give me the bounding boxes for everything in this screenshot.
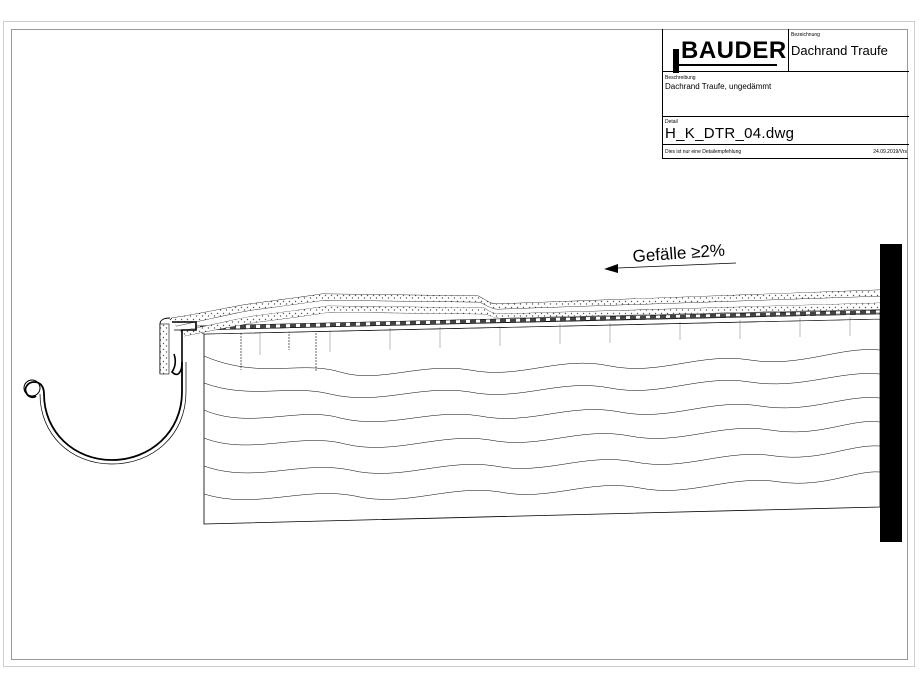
detail-label: Detail bbox=[665, 119, 678, 125]
wall-section bbox=[880, 244, 902, 542]
logo-text: BAUDER bbox=[681, 37, 787, 64]
rain-gutter bbox=[23, 362, 187, 465]
date-initials: 24.09.2019/Vrs bbox=[873, 149, 907, 155]
sheet-inner-border bbox=[11, 29, 908, 660]
logo-underline bbox=[673, 64, 777, 66]
logo-cell: BAUDER bbox=[663, 29, 789, 73]
description-value: Dachrand Traufe, ungedämmt bbox=[665, 82, 772, 91]
logo-bar-icon bbox=[673, 49, 679, 73]
designation-cell: Bezeichnung Dachrand Traufe bbox=[789, 29, 909, 72]
recommendation-note: Dies ist nur eine Detailempfehlung bbox=[665, 149, 742, 155]
concrete-deck bbox=[203, 318, 881, 525]
footer-cell: Dies ist nur eine Detailempfehlung 24.09… bbox=[663, 145, 909, 159]
designation-label: Bezeichnung bbox=[791, 32, 820, 38]
description-cell: Beschreibung Dachrand Traufe, ungedämmt bbox=[663, 72, 909, 117]
slope-indicator: Gefälle ≥2% bbox=[604, 241, 737, 273]
designation-value: Dachrand Traufe bbox=[791, 43, 888, 58]
title-block: BAUDER Bezeichnung Dachrand Traufe Besch… bbox=[662, 29, 909, 159]
slope-label: Gefälle ≥2% bbox=[632, 241, 726, 266]
detail-file-name: H_K_DTR_04.dwg bbox=[665, 125, 795, 142]
detail-cell: Detail H_K_DTR_04.dwg bbox=[663, 117, 909, 145]
waterproofing-layers bbox=[169, 289, 881, 337]
eaves-flashing bbox=[159, 317, 197, 376]
sheet-outer-border bbox=[3, 21, 915, 667]
description-label: Beschreibung bbox=[665, 75, 696, 81]
